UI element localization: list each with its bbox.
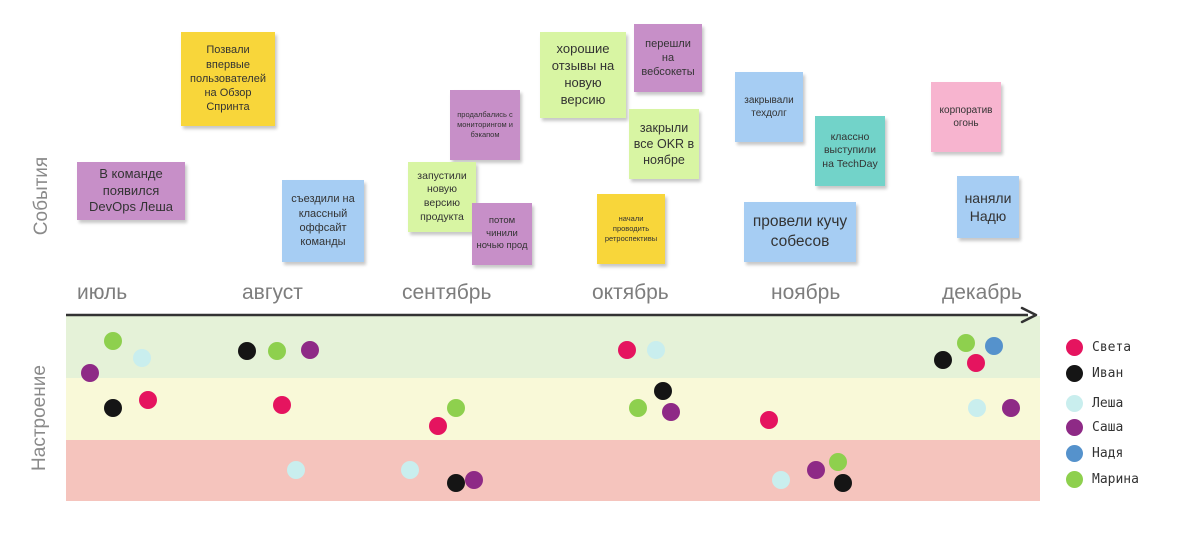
event-note: В команде появился DevOps Леша — [77, 162, 185, 220]
mood-dot-marina — [957, 334, 975, 352]
mood-dot-sasha — [662, 403, 680, 421]
mood-dot-lesha — [772, 471, 790, 489]
mood-dot-sasha — [81, 364, 99, 382]
mood-dot-sasha — [465, 471, 483, 489]
legend-dot — [1066, 419, 1083, 436]
legend-label: Надя — [1092, 446, 1124, 461]
mood-dot-sveta — [429, 417, 447, 435]
month-label-oct: октябрь — [592, 281, 669, 304]
legend-item-ivan: Иван — [1066, 365, 1123, 382]
legend-item-nadya: Надя — [1066, 445, 1123, 462]
mood-dot-marina — [104, 332, 122, 350]
mood-band-good — [66, 316, 1040, 378]
legend-dot — [1066, 365, 1083, 382]
mood-band-neutral — [66, 378, 1040, 440]
mood-dot-sasha — [301, 341, 319, 359]
mood-dot-lesha — [287, 461, 305, 479]
mood-dot-sveta — [139, 391, 157, 409]
event-note: наняли Надю — [957, 176, 1019, 238]
legend-label: Саша — [1092, 420, 1124, 435]
mood-dot-ivan — [238, 342, 256, 360]
month-label-aug: август — [242, 281, 303, 304]
mood-band-bad — [66, 440, 1040, 501]
month-label-jul: июль — [77, 281, 128, 304]
event-note: корпоратив огонь — [931, 82, 1001, 152]
mood-axis-title: Настроение — [29, 365, 50, 471]
mood-dot-ivan — [934, 351, 952, 369]
mood-dot-marina — [268, 342, 286, 360]
legend-label: Иван — [1092, 366, 1124, 381]
month-label-dec: декабрь — [942, 281, 1022, 304]
mood-dot-nadya — [985, 337, 1003, 355]
event-note: классно выступили на TechDay — [815, 116, 885, 186]
legend-label: Света — [1092, 340, 1132, 355]
mood-dot-sveta — [273, 396, 291, 414]
mood-dot-sasha — [807, 461, 825, 479]
mood-dot-marina — [447, 399, 465, 417]
event-note: закрыли все OKR в ноябре — [629, 109, 699, 179]
mood-dot-ivan — [654, 382, 672, 400]
legend-item-sasha: Саша — [1066, 419, 1123, 436]
event-note: хорошие отзывы на новую версию — [540, 32, 626, 118]
legend-dot — [1066, 395, 1083, 412]
legend-item-lesha: Леша — [1066, 395, 1123, 412]
mood-dot-sveta — [967, 354, 985, 372]
event-note: потом чинили ночью прод — [472, 203, 532, 265]
legend-item-sveta: Света — [1066, 339, 1131, 356]
mood-dot-lesha — [401, 461, 419, 479]
mood-dot-marina — [829, 453, 847, 471]
event-note: провели кучу собесов — [744, 202, 856, 262]
mood-dot-lesha — [133, 349, 151, 367]
mood-dot-ivan — [447, 474, 465, 492]
mood-dot-lesha — [968, 399, 986, 417]
event-note: съездили на классный оффсайт команды — [282, 180, 364, 262]
mood-dot-sveta — [760, 411, 778, 429]
legend-label: Леша — [1092, 396, 1124, 411]
event-note: закрывали техдолг — [735, 72, 803, 142]
legend-dot — [1066, 471, 1083, 488]
event-note: перешли на вебсокеты — [634, 24, 702, 92]
event-note: Позвали впервые пользователей на Обзор С… — [181, 32, 275, 126]
legend-dot — [1066, 445, 1083, 462]
legend-item-marina: Марина — [1066, 471, 1139, 488]
month-label-sep: сентябрь — [402, 281, 492, 304]
mood-dot-ivan — [104, 399, 122, 417]
event-note: запустили новую версию продукта — [408, 162, 476, 232]
legend-dot — [1066, 339, 1083, 356]
legend-label: Марина — [1092, 472, 1139, 487]
mood-dot-marina — [629, 399, 647, 417]
month-label-nov: ноябрь — [771, 281, 841, 304]
mood-dot-lesha — [647, 341, 665, 359]
mood-dot-sveta — [618, 341, 636, 359]
events-axis-title: События — [31, 156, 52, 236]
event-note: продалбались с мониторингом и бэкапом — [450, 90, 520, 160]
mood-dot-sasha — [1002, 399, 1020, 417]
timeline-arrow — [66, 306, 1038, 324]
mood-dot-ivan — [834, 474, 852, 492]
event-note: начали проводить ретроспективы — [597, 194, 665, 264]
